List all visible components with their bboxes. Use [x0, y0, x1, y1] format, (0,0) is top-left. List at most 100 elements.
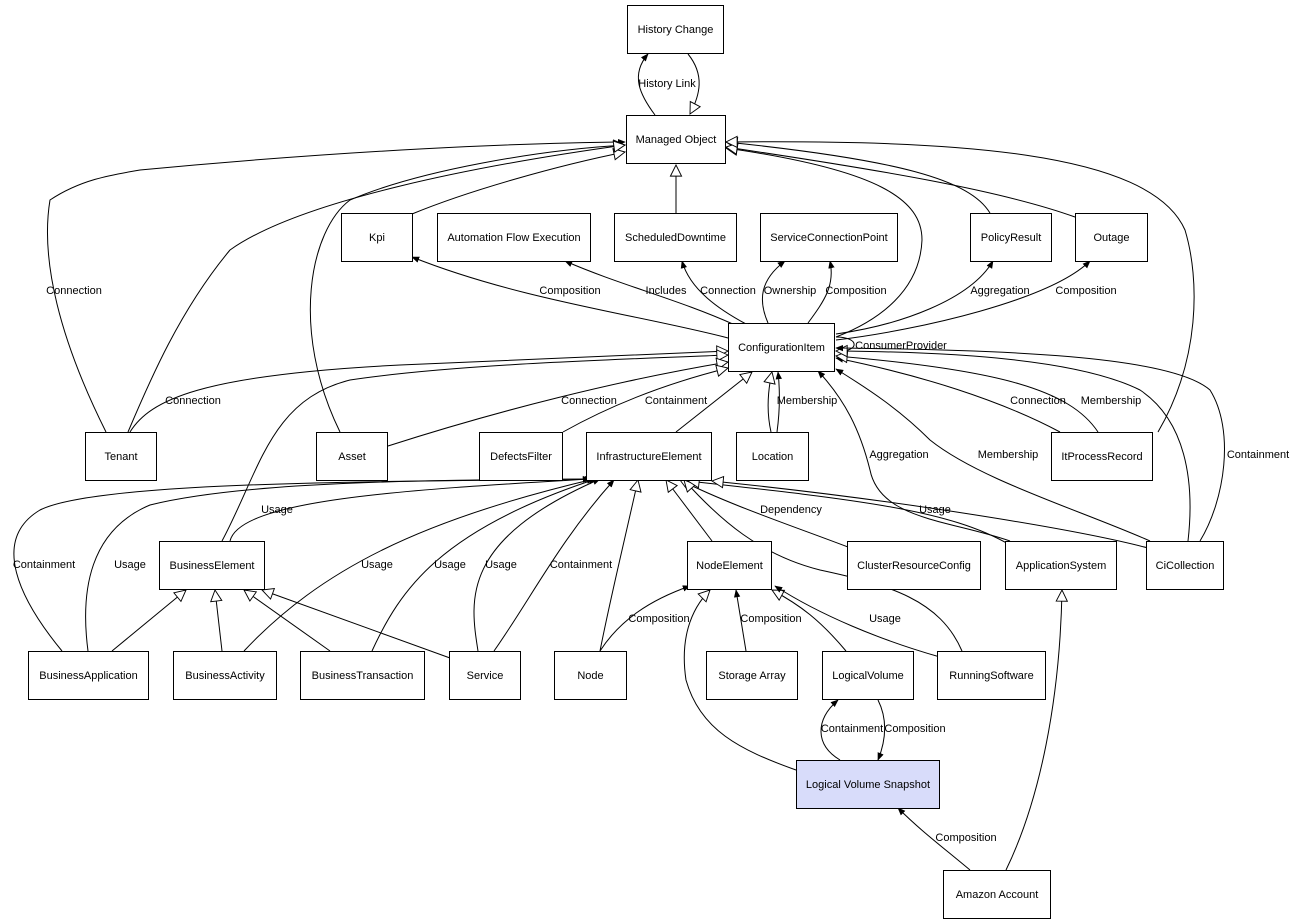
edge-ipr-ci-connection	[835, 356, 1061, 433]
edge-cc-ci	[836, 351, 1191, 542]
edge-ci-afe	[564, 260, 736, 326]
edge-asset-mo	[309, 145, 625, 433]
edge-label-ownership: Ownership	[763, 285, 817, 297]
edge-label-dependency: Dependency	[760, 504, 822, 516]
edge-ci-scp-own	[761, 260, 786, 324]
node-outage[interactable]: Outage	[1075, 213, 1148, 262]
edge-label-composition: Composition	[740, 613, 802, 625]
edge-label-usage: Usage	[114, 559, 146, 571]
edge-ipr-mo	[726, 142, 1195, 433]
node-amazon-account[interactable]: Amazon Account	[943, 870, 1051, 919]
node-business-element[interactable]: BusinessElement	[159, 541, 265, 590]
edge-tenant-mo	[127, 145, 625, 433]
edge-label-composition: Composition	[825, 285, 887, 297]
node-business-activity[interactable]: BusinessActivity	[173, 651, 277, 700]
edge-label-membership: Membership	[776, 395, 838, 407]
edge-label-consumer-provider: ConsumerProvider	[855, 340, 947, 352]
edge-lv-ne	[772, 590, 847, 652]
node-logical-volume[interactable]: LogicalVolume	[822, 651, 914, 700]
node-node[interactable]: Node	[554, 651, 627, 700]
edge-as-ci	[817, 370, 1011, 542]
edge-bt-ie	[371, 478, 597, 652]
edge-rs-ne	[774, 585, 941, 658]
node-it-process-record[interactable]: ItProcessRecord	[1051, 432, 1153, 481]
edge-label-composition: Composition	[935, 832, 997, 844]
node-location[interactable]: Location	[736, 432, 809, 481]
edge-ie-ci	[675, 372, 752, 433]
edge-svc-ie-containment	[493, 479, 615, 652]
edge-sa-ne	[734, 589, 747, 652]
edge-loc-ci	[768, 372, 772, 433]
edge-ci-pr	[835, 260, 994, 335]
node-service-connection-point[interactable]: ServiceConnectionPoint	[760, 213, 898, 262]
edge-label-usage: Usage	[361, 559, 393, 571]
edge-label-composition: Composition	[884, 723, 946, 735]
edge-crc-ie	[680, 480, 849, 548]
edge-label-composition: Composition	[539, 285, 601, 297]
edge-pr-mo	[726, 142, 991, 214]
node-configuration-item[interactable]: ConfigurationItem	[728, 323, 835, 372]
edge-label-usage: Usage	[261, 504, 293, 516]
edge-node-ie	[599, 480, 638, 652]
edge-asset-ci	[387, 362, 728, 447]
edge-node-ne	[599, 585, 691, 652]
node-business-application[interactable]: BusinessApplication	[28, 651, 149, 700]
node-defects-filter[interactable]: DefectsFilter	[479, 432, 563, 481]
node-ci-collection[interactable]: CiCollection	[1146, 541, 1224, 590]
node-cluster-resource-config[interactable]: ClusterResourceConfig	[847, 541, 981, 590]
node-service[interactable]: Service	[449, 651, 521, 700]
node-running-software[interactable]: RunningSoftware	[937, 651, 1046, 700]
node-managed-object[interactable]: Managed Object	[626, 115, 726, 164]
edge-label-includes: Includes	[645, 285, 687, 297]
edge-rs-ie	[684, 480, 963, 652]
node-business-transaction[interactable]: BusinessTransaction	[300, 651, 425, 700]
edge-cc-ci-containment	[835, 344, 1225, 542]
node-asset[interactable]: Asset	[316, 432, 388, 481]
node-tenant[interactable]: Tenant	[85, 432, 157, 481]
edge-as-ie	[688, 481, 1011, 546]
node-kpi[interactable]: Kpi	[341, 213, 413, 262]
edge-label-usage: Usage	[485, 559, 517, 571]
edge-label-connection: Connection	[165, 395, 221, 407]
edge-label-containment: Containment	[820, 723, 884, 735]
edge-label-composition: Composition	[1055, 285, 1117, 297]
edge-cc-ci-membership	[835, 368, 1151, 542]
edge-be-ci	[221, 355, 728, 542]
edge-aa-as	[1005, 590, 1062, 871]
edge-outage-mo	[726, 147, 1076, 218]
edge-label-containment: Containment	[1226, 449, 1290, 461]
node-infrastructure-element[interactable]: InfrastructureElement	[586, 432, 712, 481]
edge-aa-lvs	[897, 807, 971, 871]
edge-label-containment: Containment	[12, 559, 76, 571]
edge-ipr-ci-membership	[836, 356, 1099, 433]
edge-svc-ie-usage	[473, 478, 601, 652]
edge-label-connection: Connection	[1010, 395, 1066, 407]
edge-lvs-lv	[820, 699, 841, 761]
edge-loc-ci-membership	[775, 371, 782, 433]
edge-lv-lvs	[877, 699, 886, 761]
edge-label-aggregation: Aggregation	[970, 285, 1030, 297]
node-node-element[interactable]: NodeElement	[687, 541, 772, 590]
edge-bact-be	[215, 590, 222, 652]
node-storage-array[interactable]: Storage Array	[706, 651, 798, 700]
edge-history-link	[637, 53, 656, 116]
edge-tenant-mo-connection	[47, 138, 626, 433]
edge-ci-outage	[835, 260, 1091, 341]
node-automation-flow-execution[interactable]: Automation Flow Execution	[437, 213, 591, 262]
node-logical-volume-snapshot[interactable]: Logical Volume Snapshot	[796, 760, 940, 809]
edge-kpi-mo	[411, 152, 625, 215]
edge-ba-be	[111, 590, 186, 652]
node-policy-result[interactable]: PolicyResult	[970, 213, 1052, 262]
edge-ne-ie	[666, 480, 713, 542]
node-scheduled-downtime[interactable]: ScheduledDowntime	[614, 213, 737, 262]
node-application-system[interactable]: ApplicationSystem	[1005, 541, 1117, 590]
edge-label-usage: Usage	[919, 504, 951, 516]
node-history-change[interactable]: History Change	[627, 5, 724, 54]
edge-svc-be	[262, 590, 451, 659]
edge-tenant-ci	[129, 351, 728, 433]
edge-cc-ie	[712, 481, 1149, 549]
edge-label-connection: Connection	[700, 285, 756, 297]
edge-label-membership: Membership	[977, 449, 1039, 461]
edge-be-ie	[229, 476, 591, 542]
